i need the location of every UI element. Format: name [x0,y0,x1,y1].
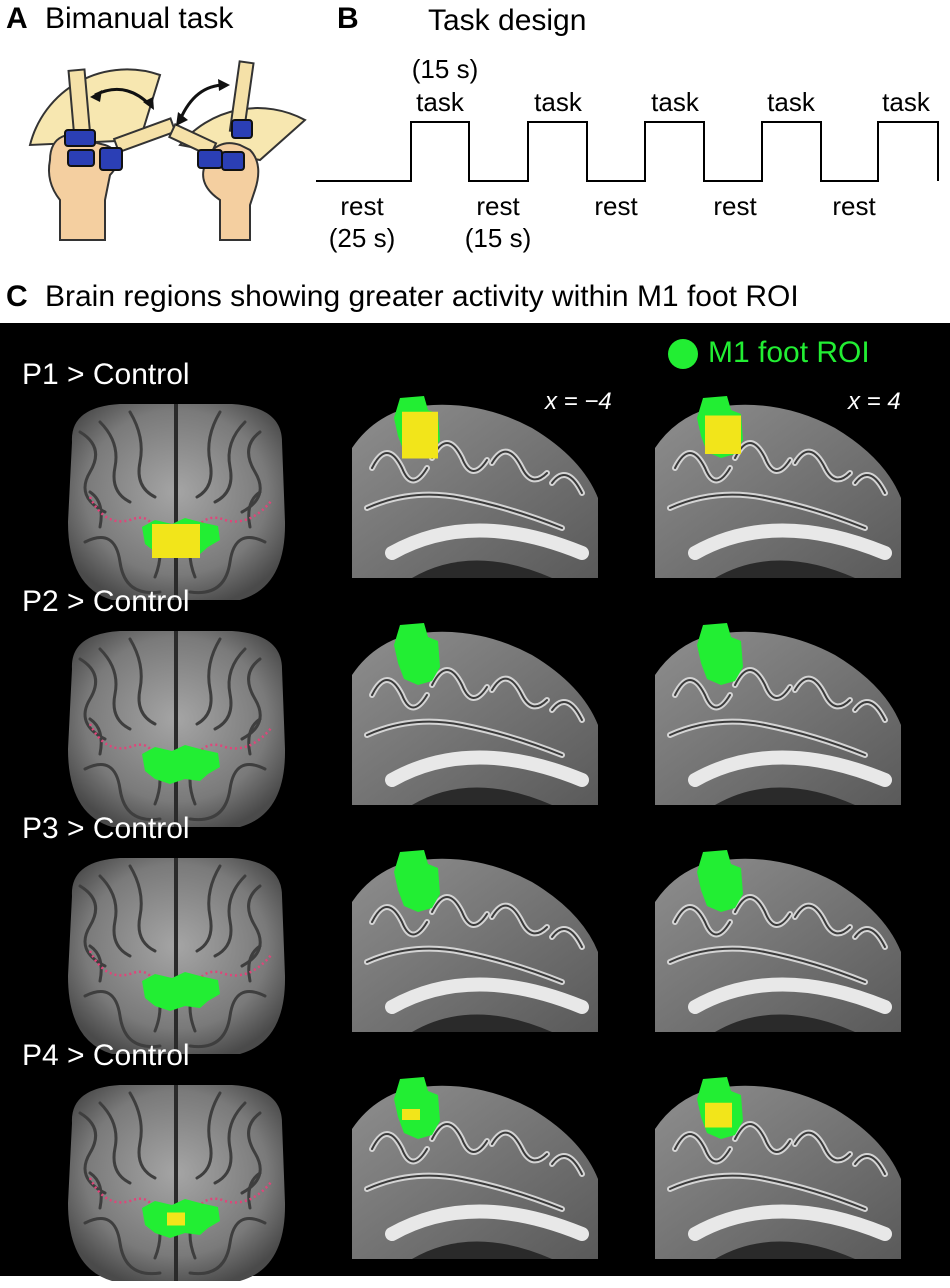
first-rest-duration: (25 s) [328,223,396,253]
sagittal-slice-right-1 [655,378,901,578]
sagittal-slice-left-3 [352,832,598,1032]
panel-b-title: Task design [428,4,587,37]
task-design-waveform [316,121,939,182]
dorsal-brain-view-2 [60,629,292,834]
rest-label-4: rest [713,191,757,221]
rest-label-1: rest [340,191,384,221]
roi-legend-label: M1 foot ROI [708,336,870,369]
row-label-2: P2 > Control [22,585,190,618]
first-task-duration: (15 s) [411,54,479,84]
dorsal-brain-view-4 [60,1083,292,1288]
task-label-1: task [416,87,464,117]
second-rest-duration: (15 s) [464,223,532,253]
rest-label-2: rest [476,191,520,221]
coord-label-left: x = −4 [545,388,612,415]
rest-label-3: rest [594,191,638,221]
task-label-3: task [651,87,699,117]
sagittal-slice-left-4 [352,1059,598,1259]
panel-b-letter: B [337,2,359,35]
sagittal-slice-right-2 [655,605,901,805]
roi-legend-marker [668,339,698,369]
coord-label-right: x = 4 [848,388,901,415]
row-label-3: P3 > Control [22,812,190,845]
sagittal-slice-right-4 [655,1059,901,1259]
panel-a-letter: A [6,2,28,35]
panel-a-title: Bimanual task [45,2,234,35]
task-label-5: task [882,87,930,117]
task-label-2: task [534,87,582,117]
sagittal-slice-left-1 [352,378,598,578]
rest-label-5: rest [832,191,876,221]
sagittal-slice-right-3 [655,832,901,1032]
dorsal-brain-view-1 [60,402,292,607]
row-label-4: P4 > Control [22,1039,190,1072]
panel-c-title: Brain regions showing greater activity w… [45,280,799,313]
panel-c-letter: C [6,280,28,313]
sagittal-slice-left-2 [352,605,598,805]
bimanual-task-illustration [28,60,307,241]
dorsal-brain-view-3 [60,856,292,1061]
row-label-1: P1 > Control [22,358,190,391]
task-label-4: task [767,87,815,117]
